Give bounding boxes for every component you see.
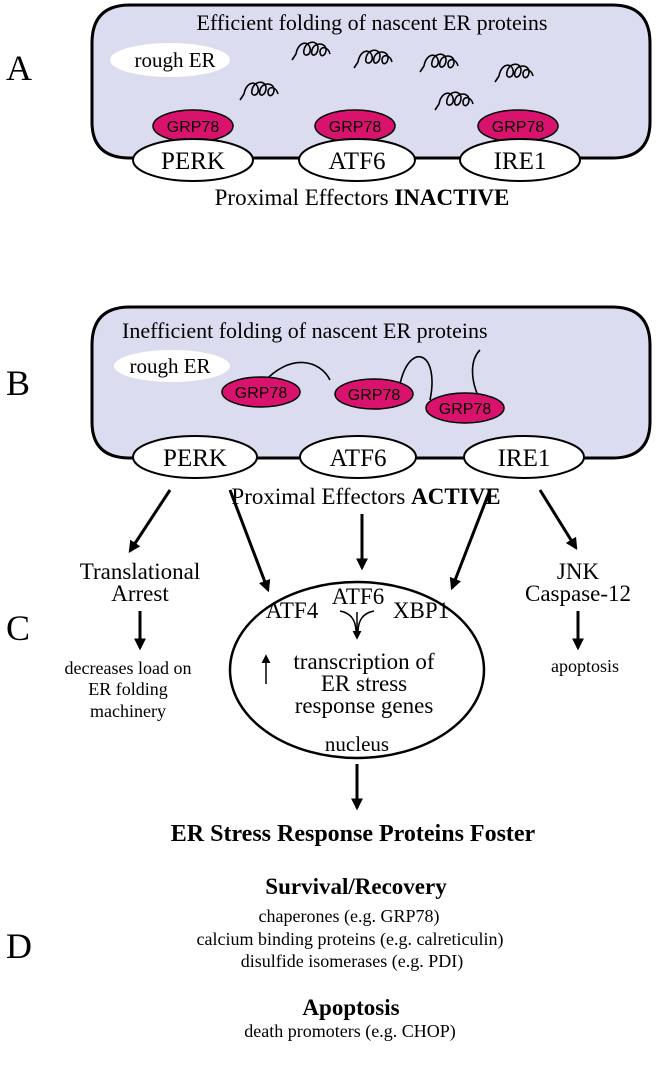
arrow-ire1-to-jnk <box>538 489 578 551</box>
perk-label-a: PERK <box>161 148 225 175</box>
rough-er-b-bubble <box>114 350 230 382</box>
rough-er-a-bubble <box>110 43 230 77</box>
panel-b: Inefficient folding of nascent ER protei… <box>90 305 652 509</box>
panel-label-d: D <box>6 926 32 966</box>
panel-b-caption: Proximal Effectors ACTIVE <box>231 484 500 509</box>
rough-er-a-label: rough ER <box>134 48 215 72</box>
left-result-line2: ER folding <box>88 679 168 699</box>
panel-label-a: A <box>6 48 32 88</box>
nucleus-envelope <box>228 580 486 760</box>
grp78-bound-chain-3 <box>425 392 505 424</box>
translational-arrest-line2: Arrest <box>111 581 169 606</box>
grp78-label: GRP78 <box>167 119 220 136</box>
grp78-label: GRP78 <box>492 119 545 136</box>
rough-er-b-label: rough ER <box>129 354 210 378</box>
panel-a: Efficient folding of nascent ER proteins… <box>90 3 652 210</box>
atf6-label-b: ATF6 <box>330 445 387 472</box>
survival-item-2: calcium binding proteins (e.g. calreticu… <box>197 929 504 950</box>
ire1-label-b: IRE1 <box>498 445 551 472</box>
caspase-12-label: Caspase-12 <box>525 581 631 606</box>
panel-a-caption: Proximal Effectors INACTIVE <box>215 185 510 210</box>
atf6-label-a: ATF6 <box>329 148 386 175</box>
atf6-effector-b <box>299 435 417 479</box>
survival-item-3: disulfide isomerases (e.g. PDI) <box>241 951 463 972</box>
atf6-effector-a <box>298 138 416 182</box>
transcription-line3: response genes <box>295 693 434 718</box>
panel-c: Translational Arrest decreases load on E… <box>65 559 631 760</box>
grp78-label: GRP78 <box>329 119 382 136</box>
ire1-effector-a <box>459 138 581 182</box>
survival-heading: Survival/Recovery <box>265 874 447 899</box>
arrow-perk-to-atf4 <box>228 489 271 593</box>
grp78-bound-chain-1 <box>221 376 301 408</box>
converging-factors-connector <box>339 610 375 633</box>
atf4-label: ATF4 <box>266 598 319 623</box>
perk-label-b: PERK <box>163 445 227 472</box>
apoptosis-heading: Apoptosis <box>302 995 399 1020</box>
nucleus-label: nucleus <box>325 732 389 756</box>
apoptosis-result: apoptosis <box>551 656 619 676</box>
arrow-ire1-to-xbp1 <box>449 489 492 591</box>
transcription-line1: transcription of <box>293 649 434 674</box>
xbp1-label: XBP1 <box>393 598 449 623</box>
panel-a-title: Efficient folding of nascent ER proteins <box>197 10 548 35</box>
apoptosis-item-1: death promoters (e.g. CHOP) <box>244 1021 455 1042</box>
ire1-label-a: IRE1 <box>494 148 547 175</box>
grp78-label: GRP78 <box>439 401 492 418</box>
transcription-line2: ER stress <box>321 671 407 696</box>
left-result-line1: decreases load on <box>65 658 192 678</box>
survival-item-1: chaperones (e.g. GRP78) <box>259 906 440 927</box>
perk-effector-a <box>132 138 254 182</box>
panel-label-b: B <box>6 363 30 403</box>
translational-arrest-line1: Translational <box>80 559 201 584</box>
left-result-line3: machinery <box>90 701 166 721</box>
panel-b-title: Inefficient folding of nascent ER protei… <box>122 318 488 343</box>
arrow-perk-to-arrest <box>128 489 172 554</box>
jnk-label: JNK <box>557 559 600 584</box>
atf6-nucleus-label: ATF6 <box>332 584 384 609</box>
grp78-bound-chain-2 <box>334 378 414 410</box>
grp78-label: GRP78 <box>348 387 401 404</box>
ire1-effector-b <box>463 435 585 479</box>
panel-label-c: C <box>6 608 30 648</box>
grp78-label: GRP78 <box>235 385 288 402</box>
panel-d-heading: ER Stress Response Proteins Foster <box>171 821 536 847</box>
panel-d: ER Stress Response Proteins Foster Survi… <box>171 821 536 1042</box>
perk-effector-b <box>132 435 258 479</box>
